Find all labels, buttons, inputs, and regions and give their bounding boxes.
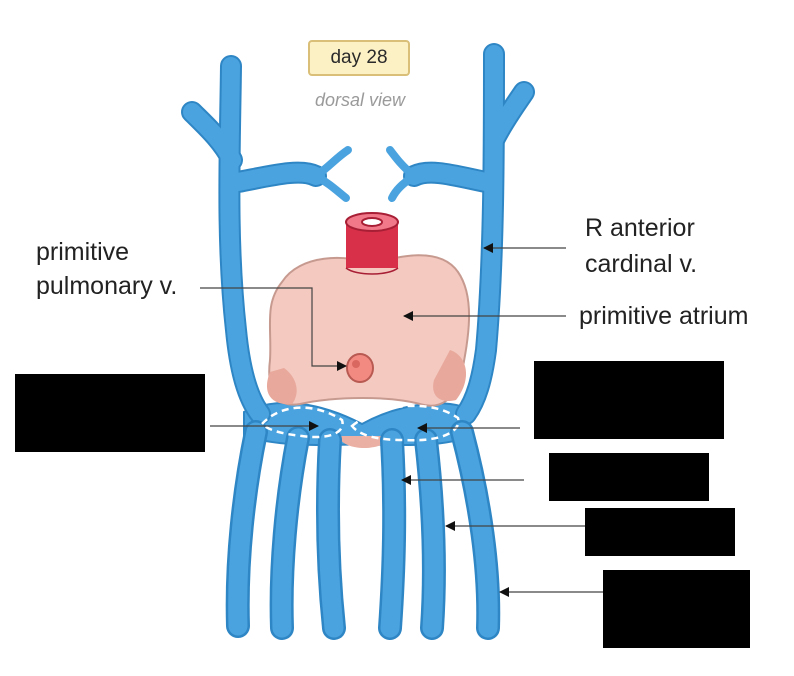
day-badge: day 28 [308, 40, 410, 76]
label-cardinal-line2: cardinal v. [585, 250, 698, 278]
atrium-left-lobe [266, 368, 297, 405]
right-sinus-horn-outline [350, 404, 460, 442]
right-cardinal-tips [386, 146, 418, 202]
label-pulmonary-line1: primitive [36, 238, 130, 266]
label-atrium: primitive atrium [579, 302, 749, 330]
view-label: dorsal view [314, 90, 406, 110]
leader-lines [200, 243, 604, 597]
pulmonary-vein-lumen [352, 360, 360, 368]
left-anterior-cardinal-fill [183, 57, 325, 423]
right-anterior-cardinal-fill [405, 45, 533, 423]
redacted-label-right-horn [534, 361, 724, 439]
pulmonary-vein-opening [346, 353, 374, 383]
outflow-tract-lumen [361, 217, 383, 227]
redacted-label-left-horn [15, 374, 205, 452]
pulmonary-leader [200, 287, 347, 371]
outflow-tract-base [345, 267, 399, 275]
redacted-label-vitelline [549, 453, 709, 501]
atrium-bottom-bulge [338, 436, 392, 448]
atrium-right-lobe [433, 350, 467, 402]
left-sinus-horn-outline [260, 406, 344, 439]
left-cardinal-tips [312, 146, 352, 202]
label-pulmonary-line2: pulmonary v. [36, 272, 178, 300]
redacted-label-posterior-cardinal [603, 570, 750, 648]
descending-veins-fill [228, 422, 498, 638]
label-cardinal-line1: R anterior [585, 214, 695, 242]
redacted-label-umbilical [585, 508, 735, 556]
